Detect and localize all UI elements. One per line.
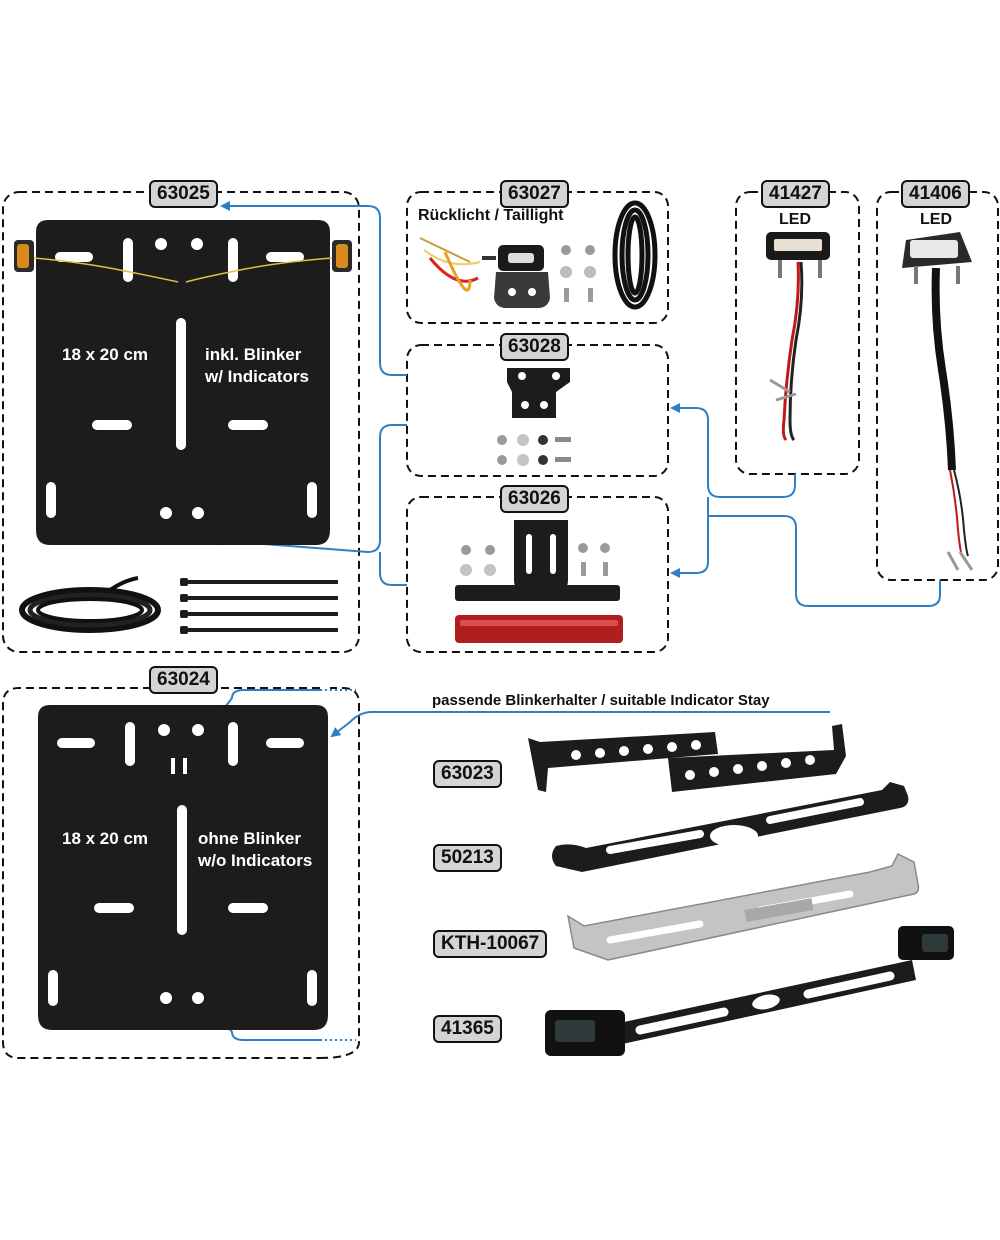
plate-size-63025: 18 x 20 cm <box>62 345 149 364</box>
plate-feature-63024-line2: w/o Indicators <box>198 851 313 870</box>
plate-feature-63025-line1: inkl. Blinker <box>205 345 302 364</box>
part-tag-50213: 50213 <box>433 844 502 872</box>
bracket-63028 <box>497 368 571 466</box>
part-tag-63027: 63027 <box>500 180 569 208</box>
connector-63026-to-plate <box>379 552 407 586</box>
license-plate-63024 <box>38 705 328 1030</box>
part-tag-KTH-10067: KTH-10067 <box>433 930 548 958</box>
part-tag-63024: 63024 <box>149 666 218 694</box>
connector-stays-to-63024 <box>330 711 830 738</box>
part-tag-63023: 63023 <box>433 760 502 788</box>
connector-63024-bottom <box>218 1016 320 1041</box>
part-tag-63025: 63025 <box>149 180 218 208</box>
plate-feature-63024-line1: ohne Blinker <box>198 829 301 848</box>
stay-41365 <box>545 926 954 1056</box>
connector-41406 <box>670 515 941 607</box>
stay-KTH-10067 <box>566 852 920 961</box>
part-tag-63026: 63026 <box>500 485 569 513</box>
led-label-41406: LED <box>920 211 952 228</box>
connector-top-plate <box>220 201 407 376</box>
license-plate-63025 <box>14 220 352 545</box>
part-tag-63028: 63028 <box>500 333 569 361</box>
box-63027 <box>406 191 669 324</box>
plate-size-63024: 18 x 20 cm <box>62 829 149 848</box>
connector-bottom-plate <box>210 424 407 554</box>
indicator-stay-heading: passende Blinkerhalter / suitable Indica… <box>432 692 770 709</box>
stay-50213 <box>552 782 909 872</box>
led-label-41427: LED <box>779 211 811 228</box>
cable-ties <box>180 578 338 634</box>
connector-63024-top <box>218 689 320 716</box>
led-41427 <box>766 232 830 442</box>
plate-feature-63025-line2: w/ Indicators <box>205 367 309 386</box>
box-63028 <box>406 344 669 477</box>
bracket-63026 <box>455 520 623 643</box>
part-tag-41406: 41406 <box>901 180 970 208</box>
stay-63023 <box>528 724 846 792</box>
part-tag-41427: 41427 <box>761 180 830 208</box>
taillight-63027 <box>419 200 658 310</box>
led-41406 <box>902 232 974 571</box>
reflector <box>455 615 623 643</box>
connector-41427 <box>670 403 796 498</box>
taillight-title: Rücklicht / Taillight <box>418 207 564 224</box>
box-63026 <box>406 496 669 653</box>
cable-coil <box>19 576 161 633</box>
part-tag-41365: 41365 <box>433 1015 502 1043</box>
box-63024 <box>2 687 360 1059</box>
